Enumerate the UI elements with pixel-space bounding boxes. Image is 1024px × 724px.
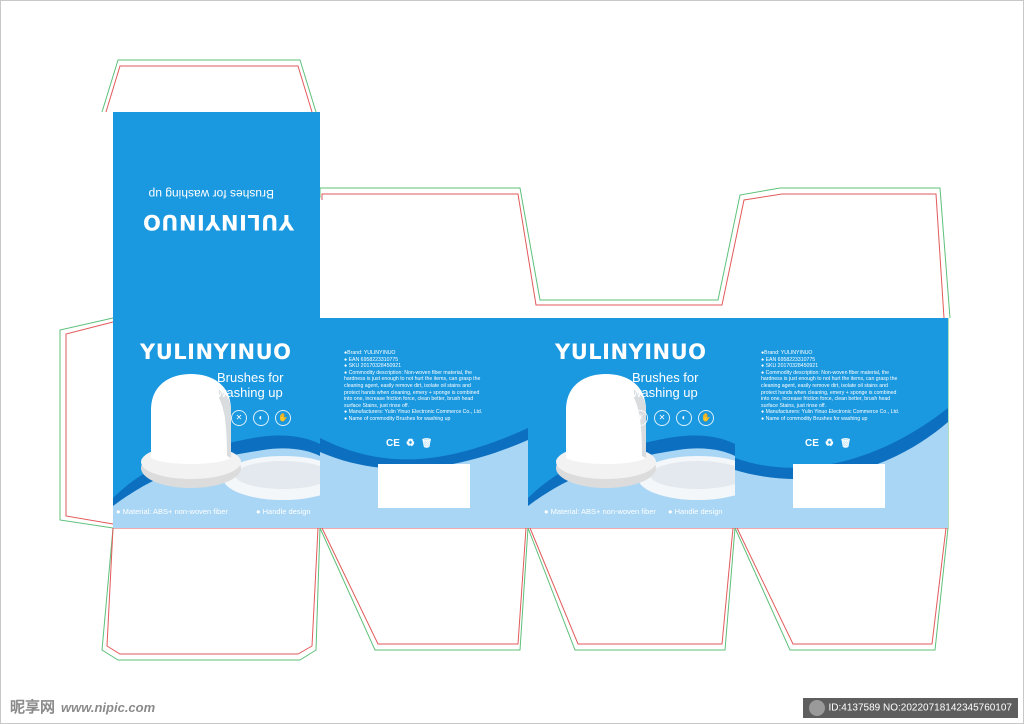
watermark-logo-text: 昵享网 [10,699,56,716]
front-panel-2-wave [528,374,735,528]
top-flap-brand: YULINYINUO [142,210,294,234]
spec-line: protect hands when cleaning, emery + spo… [761,389,897,396]
spec-line: ● Commodity description: Non-woven fiber… [761,369,889,376]
dieline-top-flap-red [105,65,313,113]
dieline-bottom-red [106,527,947,655]
spec-line: ● EAN 6958223310775 [344,356,399,363]
dieline-top-tuck-green [319,187,951,319]
watermark-id: ID:4137589 NO:20220718142345760107 [802,698,1018,718]
no-scratch-icon: ✕ [654,410,670,426]
grease-off-icon: ◐ [676,410,692,426]
feature-icons-1: ❦ ✕ ◐ ✋ [209,410,291,426]
certifications-1: CE ♻ 🗑 [386,438,432,449]
spec-line: cleaning agent, easily remove dirt, isol… [761,382,888,389]
watermark-id-text: ID:4137589 NO:20220718142345760107 [828,702,1013,714]
ce-mark: CE [805,438,819,449]
specs-list-1: ●Brand: YULINYINUO ● EAN 6958223310775 ●… [344,350,514,423]
material-text-1: ● Material: ABS+ non-woven fiber [116,507,228,516]
grease-off-icon: ◐ [253,410,269,426]
front-panel-2-tagline: Brushes for washing up [632,370,698,400]
side-panel-2: ●Brand: YULINYINUO ● EAN 6958223310775 ●… [735,318,948,528]
spec-line: hardness is just enough to not hurt the … [344,376,481,383]
nipic-logo-icon [808,700,825,716]
side-panel-1: ●Brand: YULINYINUO ● EAN 6958223310775 ●… [320,318,528,528]
spec-line: surface Stains, just rinse off. [344,402,410,409]
dieline-left-glue-green [59,317,114,529]
front-panel-1-tagline: Brushes for washing up [217,370,283,400]
top-flap-rotated: YULINYINUO Brushes for washing up [113,112,320,318]
hand-protect-icon: ✋ [275,410,291,426]
recycle-icon: ♻ [405,438,415,449]
brush-handle [566,374,646,464]
front-panel-1: YULINYINUO Brushes for washing up ❦ ✕ ◐ … [113,318,320,528]
spec-line: ● SKU 20170328450921 [344,363,402,370]
barcode-box-2 [793,464,885,508]
trash-bin-icon: 🗑 [420,438,433,448]
spec-line: cleaning agent, easily remove dirt, isol… [344,382,471,389]
material-text-2: ● Material: ABS+ non-woven fiber [544,507,656,516]
spec-line: protect hands when cleaning, emery + spo… [344,389,480,396]
trash-bin-icon: 🗑 [839,438,852,448]
spec-line: ● Name of commodity Brushes for washing … [761,415,868,422]
front-panel-1-brand: YULINYINUO [140,340,292,364]
spec-line: ●Brand: YULINYINUO [344,350,396,356]
leaf-icon: ❦ [209,410,225,426]
watermark-site: www.nipic.com [61,700,156,715]
spec-line: ● Commodity description: Non-woven fiber… [344,369,472,376]
feature-icons-2: ❦ ✕ ◐ ✋ [632,410,714,426]
handle-text-1: ● Handle design [256,507,311,516]
front-panel-1-wave [113,374,320,528]
tagline-line-1: Brushes for [632,370,699,385]
spec-line: ● SKU 20170328450921 [761,363,819,370]
leaf-icon: ❦ [632,410,648,426]
top-flap-panel: YULINYINUO Brushes for washing up [113,112,320,318]
spec-line: ● Name of commodity Brushes for washing … [344,415,451,422]
dieline-top-flap-green [101,59,317,113]
barcode-box-1 [378,464,470,508]
spec-line: ● Manufacturers: Yulin Yinuo Electronic … [344,409,483,416]
spec-line: hardness is just enough to not hurt the … [761,376,898,383]
front-panel-2-brand: YULINYINUO [555,340,707,364]
spec-line: ●Brand: YULINYINUO [761,350,813,356]
no-scratch-icon: ✕ [231,410,247,426]
spec-line: into one, increase friction force, clean… [761,396,891,403]
top-flap-tagline: Brushes for washing up [148,187,274,201]
dieline-left-glue-red [65,321,114,525]
recycle-icon: ♻ [824,438,834,449]
ce-mark: CE [386,438,400,449]
dieline-top-tuck-red [321,193,945,319]
spec-line: ● EAN 6958223310775 [761,356,816,363]
watermark-left: 昵享网 www.nipic.com [10,696,155,717]
handle-text-2: ● Handle design [668,507,723,516]
tagline-line-1: Brushes for [217,370,284,385]
hand-protect-icon: ✋ [698,410,714,426]
certifications-2: CE ♻ 🗑 [805,438,851,449]
tagline-line-2: washing up [632,385,698,400]
spec-line: ● Manufacturers: Yulin Yinuo Electronic … [761,409,900,416]
specs-list-2: ●Brand: YULINYINUO ● EAN 6958223310775 ●… [761,350,931,423]
tagline-line-2: washing up [217,385,283,400]
brush-handle [151,374,231,464]
spec-line: into one, increase friction force, clean… [344,396,474,403]
spec-line: surface Stains, just rinse off. [761,402,827,409]
front-panel-2: YULINYINUO Brushes for washing up ❦ ✕ ◐ … [528,318,735,528]
